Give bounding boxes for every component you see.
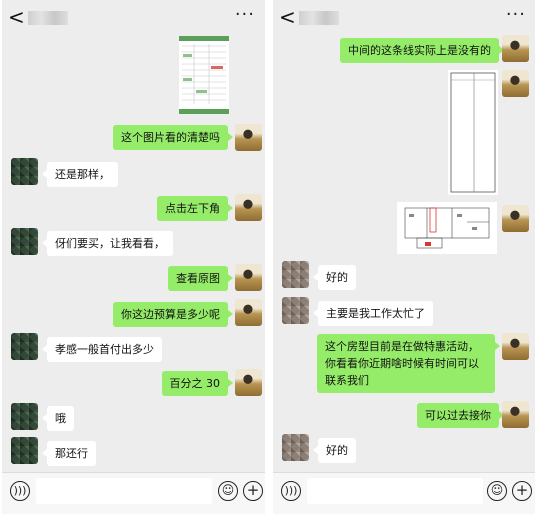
floorplan-image-icon — [397, 202, 497, 254]
message-input[interactable] — [307, 478, 483, 504]
avatar-self[interactable] — [502, 205, 529, 232]
chat-header: < ··· — [2, 0, 265, 36]
avatar-self[interactable] — [502, 401, 529, 428]
chat-bubble-sent[interactable]: 可以过去接你 — [417, 403, 504, 428]
avatar-contact[interactable] — [282, 297, 309, 324]
avatar-self[interactable] — [235, 264, 262, 291]
voice-icon[interactable]: ))) — [281, 481, 301, 501]
chat-bubble-sent[interactable]: 中间的这条线实际上是没有的 — [340, 38, 504, 63]
chat-title-blurred — [28, 11, 68, 25]
chat-bubble-sent[interactable]: 点击左下角 — [157, 196, 233, 221]
image-message-thumbnail[interactable] — [448, 70, 498, 195]
chat-bubble-received[interactable]: 孝感一般首付出多少 — [42, 337, 162, 362]
chat-bubble-sent[interactable]: 这个房型目前是在做特惠活动，你看看你近期啥时候有时间可以联系我们 — [317, 334, 500, 393]
avatar-contact[interactable] — [11, 437, 38, 464]
avatar-self[interactable] — [235, 124, 262, 151]
chat-bubble-sent[interactable]: 查看原图 — [168, 266, 233, 291]
avatar-contact[interactable] — [11, 333, 38, 360]
chat-bubble-sent[interactable]: 这个图片看的清楚吗 — [113, 125, 233, 150]
avatar-contact[interactable] — [11, 228, 38, 255]
avatar-self[interactable] — [235, 299, 262, 326]
more-options-icon[interactable]: ··· — [234, 4, 255, 25]
chat-bubble-received[interactable]: 好的 — [313, 265, 356, 290]
chat-header: < ··· — [273, 0, 535, 36]
avatar-self[interactable] — [235, 369, 262, 396]
image-message-thumbnail[interactable] — [397, 202, 497, 254]
emoji-icon[interactable]: ☺ — [487, 481, 507, 501]
spreadsheet-image-icon — [179, 36, 229, 114]
avatar-contact[interactable] — [282, 434, 309, 461]
back-arrow-icon[interactable]: < — [8, 5, 25, 29]
chat-bubble-received[interactable]: 主要是我工作太忙了 — [313, 301, 433, 326]
chat-panel-left: < ··· 这个图片看的清楚吗 还是那样， 点击左下角 — [2, 0, 265, 514]
avatar-contact[interactable] — [282, 261, 309, 288]
avatar-contact[interactable] — [11, 403, 38, 430]
avatar-self[interactable] — [502, 70, 529, 97]
avatar-self[interactable] — [502, 35, 529, 62]
plus-icon[interactable]: + — [243, 481, 263, 501]
more-options-icon[interactable]: ··· — [505, 4, 526, 25]
message-input[interactable] — [36, 478, 212, 504]
voice-icon[interactable]: ))) — [10, 481, 30, 501]
chat-bubble-received[interactable]: 伢们要买，让我看看， — [42, 231, 173, 256]
chat-bubble-sent[interactable]: 你这边预算是多少呢 — [113, 302, 233, 327]
avatar-self[interactable] — [235, 194, 262, 221]
image-message-thumbnail[interactable] — [179, 36, 229, 114]
emoji-icon[interactable]: ☺ — [218, 481, 238, 501]
chat-bubble-sent[interactable]: 百分之 30 — [161, 371, 233, 396]
chat-bubble-received[interactable]: 哦 — [42, 406, 74, 431]
chat-bubble-received[interactable]: 还是那样， — [42, 162, 118, 187]
floorplan-detail-image-icon — [448, 70, 498, 195]
chat-panel-right: < ··· 中间的这条线实际上是没有的 — [273, 0, 535, 514]
avatar-self[interactable] — [502, 333, 529, 360]
input-toolbar: ))) ☺ + — [273, 472, 535, 514]
back-arrow-icon[interactable]: < — [279, 5, 296, 29]
avatar-contact[interactable] — [11, 158, 38, 185]
chat-title-blurred — [299, 11, 339, 25]
plus-icon[interactable]: + — [512, 481, 532, 501]
chat-bubble-received[interactable]: 好的 — [313, 438, 356, 463]
input-toolbar: ))) ☺ + — [2, 472, 265, 514]
chat-bubble-received[interactable]: 那还行 — [42, 441, 96, 466]
